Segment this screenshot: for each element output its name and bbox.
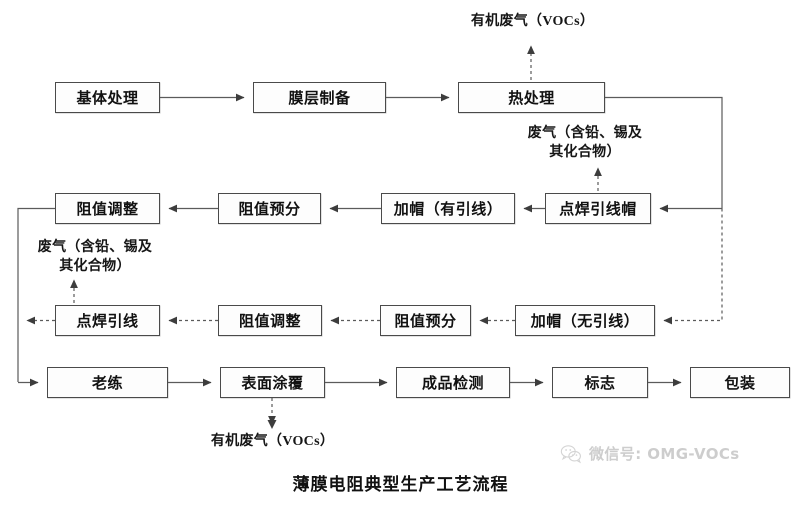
- note-waste-gas-weld: 废气（含铅、锡及 其化合物）: [37, 240, 153, 274]
- edge-right-rail-to-capnolead: [663, 208, 723, 325]
- node-spot-weld-lead-cap[interactable]: 点焊引线帽: [545, 193, 651, 224]
- node-surface-coating[interactable]: 表面涂覆: [220, 367, 325, 398]
- arrowhead-coating-to-voc: [267, 420, 277, 429]
- node-packaging[interactable]: 包装: [690, 367, 790, 398]
- edge-adjust-to-left-rail: [17, 207, 55, 382]
- watermark-text: 微信号: OMG-VOCs: [589, 445, 740, 463]
- node-cap-without-lead[interactable]: 加帽（无引线）: [515, 305, 655, 336]
- node-marking[interactable]: 标志: [552, 367, 648, 398]
- node-film-preparation[interactable]: 膜层制备: [253, 82, 386, 113]
- watermark: 微信号: OMG-VOCs: [560, 443, 740, 464]
- node-product-inspection[interactable]: 成品检测: [396, 367, 510, 398]
- node-resistance-adjust-1[interactable]: 阻值调整: [55, 193, 160, 224]
- diagram-caption: 薄膜电阻典型生产工艺流程: [292, 475, 509, 494]
- node-substrate-treatment[interactable]: 基体处理: [55, 82, 160, 113]
- note-waste-gas-heat: 废气（含铅、锡及 其化合物）: [527, 126, 643, 160]
- edge-heat-to-right-rail: [605, 96, 723, 209]
- node-spot-weld-lead[interactable]: 点焊引线: [55, 305, 160, 336]
- node-resistance-pre-2[interactable]: 阻值预分: [380, 305, 471, 336]
- note-voc-surface-coating: 有机废气（VOCs）: [210, 434, 335, 449]
- wechat-icon: [560, 444, 582, 463]
- node-heat-treatment[interactable]: 热处理: [458, 82, 605, 113]
- node-cap-with-lead[interactable]: 加帽（有引线）: [381, 193, 515, 224]
- node-aging[interactable]: 老练: [47, 367, 168, 398]
- note-voc-heat-treatment: 有机废气（VOCs）: [470, 14, 595, 29]
- node-resistance-adjust-2[interactable]: 阻值调整: [218, 305, 322, 336]
- node-resistance-pre-1[interactable]: 阻值预分: [218, 193, 321, 224]
